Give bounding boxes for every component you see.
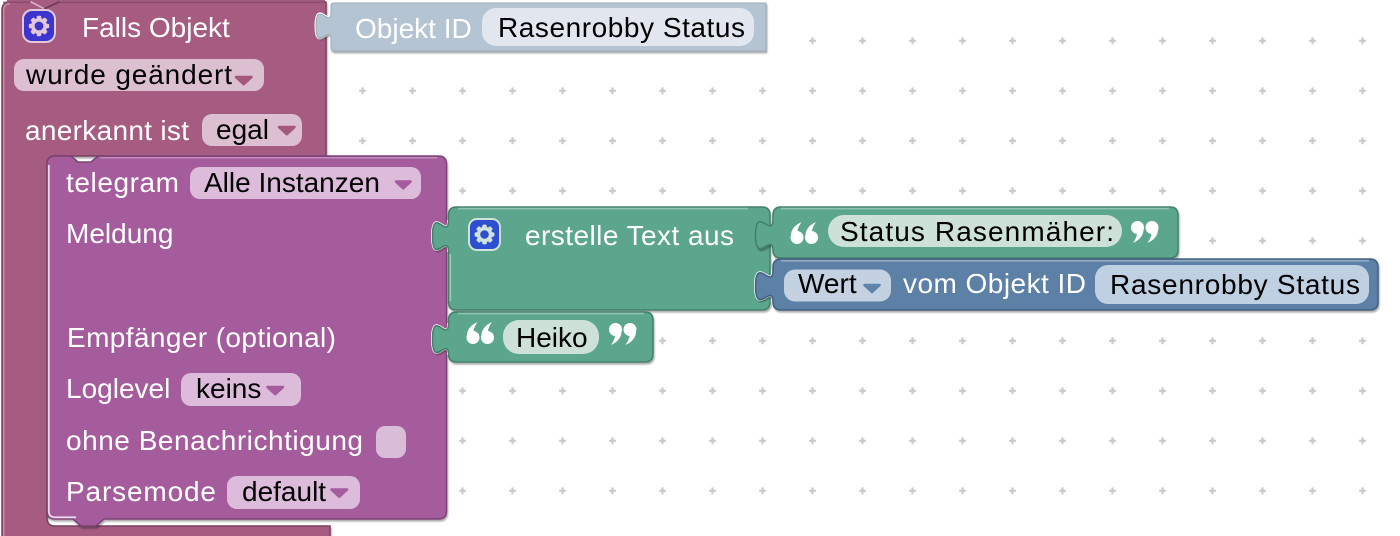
svg-text:Loglevel: Loglevel bbox=[66, 373, 170, 404]
svg-text:telegram: telegram bbox=[66, 167, 179, 198]
svg-text:Wert: Wert bbox=[798, 268, 857, 299]
svg-text:erstelle Text aus: erstelle Text aus bbox=[525, 220, 734, 251]
svg-text:vom Objekt ID: vom Objekt ID bbox=[903, 268, 1086, 299]
svg-text:Rasenrobby Status: Rasenrobby Status bbox=[1110, 269, 1360, 300]
svg-text:ohne Benachrichtigung: ohne Benachrichtigung bbox=[66, 425, 363, 456]
svg-text:Parsemode: Parsemode bbox=[66, 476, 216, 507]
svg-text:anerkannt ist: anerkannt ist bbox=[25, 115, 189, 146]
svg-text:Meldung: Meldung bbox=[66, 218, 173, 249]
svg-text:Status Rasenmäher:: Status Rasenmäher: bbox=[840, 216, 1114, 247]
svg-text:egal: egal bbox=[216, 114, 269, 145]
svg-text:Rasenrobby Status: Rasenrobby Status bbox=[498, 12, 745, 43]
svg-text:Heiko: Heiko bbox=[516, 322, 588, 353]
svg-text:Alle Instanzen: Alle Instanzen bbox=[204, 167, 380, 198]
svg-text:Empfänger (optional): Empfänger (optional) bbox=[67, 322, 336, 353]
svg-text:keins: keins bbox=[196, 373, 261, 404]
svg-text:Falls Objekt: Falls Objekt bbox=[82, 12, 230, 43]
svg-text:wurde geändert: wurde geändert bbox=[25, 59, 232, 90]
svg-text:default: default bbox=[242, 476, 326, 507]
svg-text:Objekt ID: Objekt ID bbox=[355, 13, 472, 44]
